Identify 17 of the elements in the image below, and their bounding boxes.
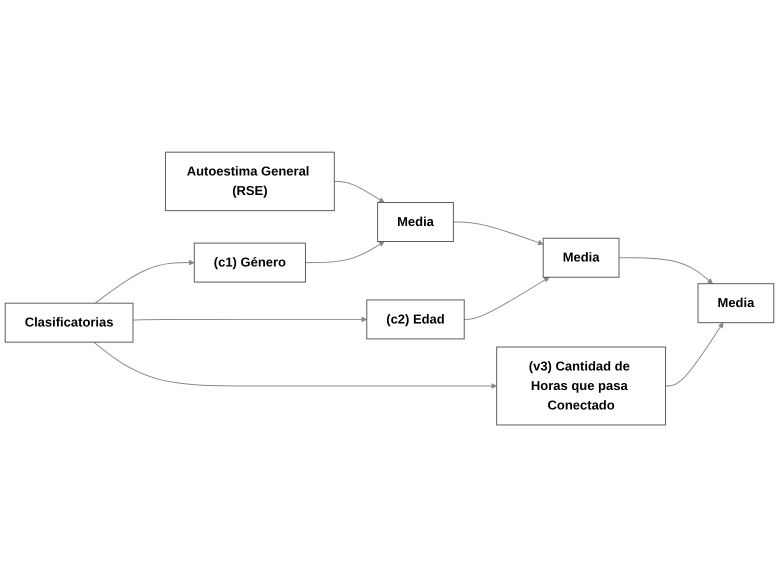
arrow — [464, 277, 550, 320]
node-box: Media — [698, 284, 774, 324]
arrow — [93, 342, 497, 390]
arrow — [334, 181, 385, 204]
arrow — [304, 242, 385, 264]
node-box: Clasificatorias — [4, 303, 134, 344]
node-box: Autoestima General (RSE) — [164, 152, 335, 212]
node-box: (v3) Cantidad de Horas que pasa Conectado — [496, 346, 666, 426]
arrow — [452, 222, 544, 246]
node-box: Media — [377, 202, 454, 242]
arrow — [665, 322, 724, 387]
node-box: (c1) Género — [194, 243, 306, 283]
arrow — [94, 260, 195, 304]
arrow — [132, 317, 368, 323]
node-box: (c2) Edad — [366, 300, 465, 340]
arrow — [618, 258, 713, 284]
node-box: Media — [542, 238, 620, 278]
